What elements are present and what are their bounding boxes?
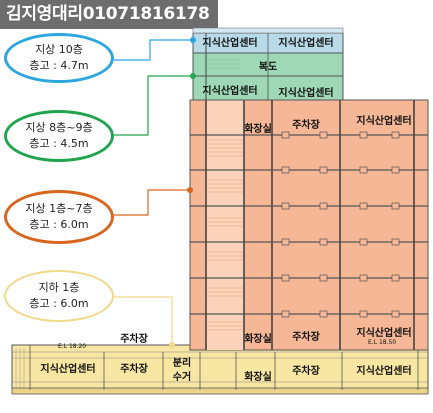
level-height: 층고 : 6.0m [29,218,89,231]
watermark-text: 김지영대리01071816178 [0,0,218,29]
label-knowledge-center: 지식산업센터 [202,36,257,49]
connector-dot-green [190,73,196,79]
label-separation-tank-2: 수거 [173,370,191,383]
label-knowledge-center: 지식산업센터 [40,362,95,375]
level-height: 층고 : 4.7m [29,59,89,72]
label-knowledge-center: 지식산업센터 [356,364,411,377]
label-parking: 주차장 [292,330,320,343]
label-restroom: 화장실 [244,122,272,135]
label-knowledge-center: 지식산업센터 [356,114,411,127]
label-knowledge-center: 지식산업센터 [356,326,411,339]
label-parking: 주차장 [292,364,320,377]
level-name: 지상 1층~7층 [25,202,93,215]
label-corridor: 복도 [259,61,277,73]
label-knowledge-center: 지식산업센터 [278,86,333,99]
label-restroom: 화장실 [244,370,272,383]
basement-zone [11,344,429,395]
connector-lines [114,39,193,345]
level-bubble-8-9f: 지상 8층~9층 층고 : 4.5m [4,110,114,162]
label-parking: 주차장 [120,332,148,345]
level-bubble-1-7f: 지상 1층~7층 층고 : 6.0m [4,190,114,244]
label-knowledge-center: 지식산업센터 [202,84,257,97]
level-name: 지상 8층~9층 [25,121,93,134]
label-separation-tank-1: 분리 [173,356,191,369]
connector-dot-blue [190,37,196,43]
level-height: 층고 : 4.5m [29,137,89,150]
level-bubble-10f: 지상 10층 층고 : 4.7m [4,33,114,83]
connector-dot-yellow [169,342,175,348]
label-restroom: 화장실 [244,332,272,345]
level-height: 층고 : 6.0m [29,297,89,310]
elevation-label: E.L 18.50 [368,339,396,346]
label-parking: 주차장 [292,118,320,131]
elevation-label: E.L 18.20 [58,343,86,350]
label-parking: 주차장 [120,362,148,375]
level-name: 지하 1층 [38,281,80,294]
floors-1-7-zone [189,99,429,351]
floor-10-zone [192,27,344,54]
level-bubble-b1: 지하 1층 층고 : 6.0m [4,270,114,322]
label-knowledge-center: 지식산업센터 [278,36,333,49]
connector-dot-orange [187,187,193,193]
level-name: 지상 10층 [35,43,83,56]
